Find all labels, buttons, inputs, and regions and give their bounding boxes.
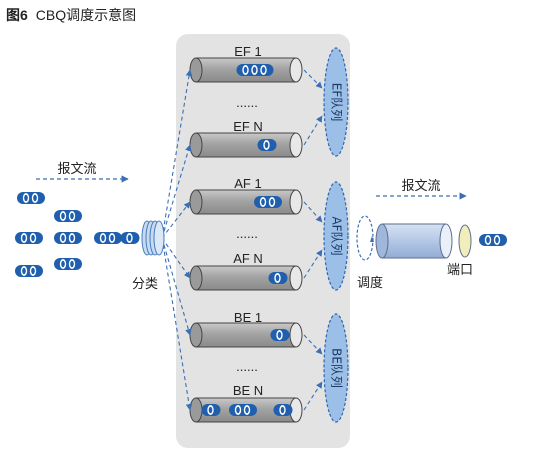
packet [94, 232, 122, 244]
packet [17, 192, 45, 204]
queue-dots-af: ...... [236, 226, 258, 241]
classify-label: 分类 [132, 276, 158, 291]
scheduler-icon [356, 215, 374, 261]
packet [270, 329, 290, 341]
packet [54, 258, 82, 270]
flow-arrows [161, 69, 323, 411]
port-icon [458, 224, 472, 258]
queue-label-af-1: AF 1 [234, 176, 261, 191]
packet [479, 234, 507, 246]
classify-arrow [161, 237, 192, 336]
schedule-label: 调度 [357, 275, 383, 290]
packet [201, 404, 221, 416]
queue-pipe [189, 132, 303, 158]
scheduler-arrowhead [370, 236, 374, 242]
queue-label-ef-n: EF N [233, 119, 263, 134]
flow-label-left: 报文流 [57, 161, 96, 176]
packet [54, 232, 82, 244]
packet [54, 210, 82, 222]
queue-arrow [303, 201, 323, 223]
flow-label-right: 报文流 [401, 178, 440, 193]
port-label: 端口 [447, 262, 473, 277]
packet [120, 232, 140, 244]
ef-queue-label: EF队列 [330, 83, 345, 122]
queue-arrow [303, 334, 323, 355]
af-queue-group [323, 181, 349, 291]
packet [236, 64, 274, 76]
queue-arrow [303, 381, 323, 411]
queue-label-ef-1: EF 1 [234, 44, 261, 59]
queue-arrow [303, 69, 323, 89]
classifier-icon [141, 220, 165, 256]
figure-number: 图6 [6, 7, 28, 23]
queue-arrow [303, 249, 323, 279]
packet [15, 265, 43, 277]
figure-caption: CBQ调度示意图 [35, 7, 137, 23]
packet [15, 232, 43, 244]
figure-title: 图6 CBQ调度示意图 [6, 5, 136, 25]
classify-arrow [161, 237, 193, 411]
packet [254, 196, 282, 208]
packet [257, 139, 277, 151]
ef-queue-group [323, 47, 349, 157]
classify-arrow [161, 69, 193, 239]
queue-dots-be: ...... [236, 359, 258, 374]
queue-dots-ef: ...... [236, 95, 258, 110]
packet [273, 404, 293, 416]
queue-label-be-n: BE N [233, 383, 263, 398]
packet [229, 404, 257, 416]
be-queue-label: BE队列 [330, 348, 345, 388]
classify-arrow [161, 144, 192, 239]
queue-arrow [303, 115, 323, 146]
af-queue-label: AF队列 [330, 216, 345, 255]
packet [268, 272, 288, 284]
be-queue-group [323, 313, 349, 423]
queue-pipe [189, 265, 303, 291]
queue-pipe [189, 189, 303, 215]
output-pipe [375, 223, 453, 259]
classify-arrow [161, 237, 191, 279]
queue-label-af-n: AF N [233, 251, 263, 266]
queue-label-be-1: BE 1 [234, 310, 262, 325]
